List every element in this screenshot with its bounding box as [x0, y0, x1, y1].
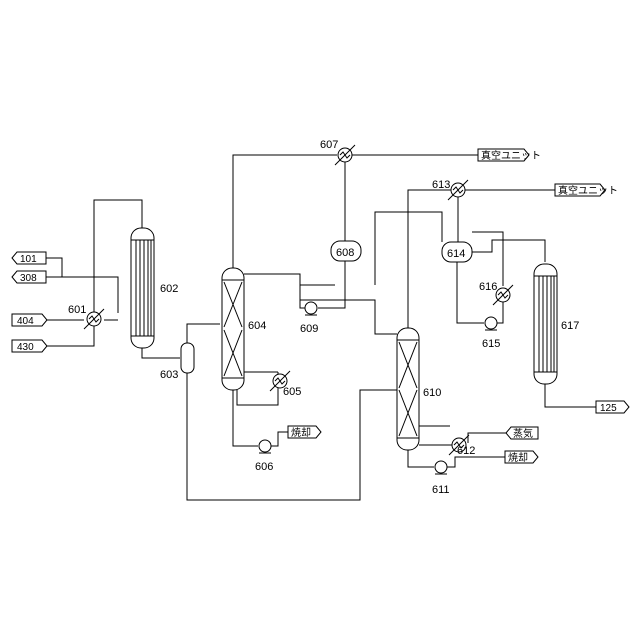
- line-617-125: [545, 384, 596, 407]
- vessel-617: [534, 264, 557, 384]
- pump-611: [435, 461, 447, 474]
- pump-609: [305, 302, 317, 315]
- vessel-602: [131, 228, 154, 348]
- equipment-label-611: 611: [432, 484, 450, 496]
- line-609-reflux: [300, 285, 305, 308]
- stream-label-404: 404: [17, 316, 34, 327]
- equipment-label-613: 613: [432, 179, 450, 191]
- column-610: [397, 328, 419, 450]
- stream-flag-125: 125: [596, 401, 629, 414]
- line-611-burn: [447, 457, 505, 467]
- heat-exchanger-601: [84, 309, 104, 329]
- stream-label-430: 430: [17, 342, 34, 353]
- stream-flag-steam: 蒸気: [506, 427, 538, 440]
- line-604-side: [244, 274, 335, 285]
- stream-flag-404: 404: [12, 314, 47, 327]
- equipment-label-605: 605: [283, 386, 301, 398]
- drum-603: [181, 343, 194, 373]
- stream-label-vac-2: 真空ユニット: [558, 184, 618, 197]
- equipment-label-602: 602: [160, 283, 178, 295]
- line-614-617: [472, 240, 545, 262]
- stream-label-101: 101: [20, 254, 37, 265]
- stream-flag-vac-1: 真空ユニット: [478, 149, 541, 162]
- stream-label-308: 308: [20, 273, 37, 284]
- line-603-604: [187, 324, 220, 343]
- stream-label-125: 125: [600, 403, 617, 414]
- stream-flag-308: 308: [12, 271, 46, 284]
- stream-label-steam: 蒸気: [513, 427, 533, 440]
- line-615-616: [472, 232, 503, 323]
- stream-label-vac-1: 真空ユニット: [481, 149, 541, 162]
- equipment-label-604: 604: [248, 320, 266, 332]
- equipment-label-601: 601: [68, 304, 86, 316]
- equipment-label-603: 603: [160, 369, 178, 381]
- stream-flag-430: 430: [12, 340, 47, 353]
- pump-615: [485, 317, 497, 330]
- equipment-label-615: 615: [482, 338, 500, 350]
- stream-label-burn-2: 焼却: [508, 452, 528, 464]
- line-602-603: [142, 348, 180, 358]
- equipment-label-617: 617: [561, 320, 579, 332]
- pump-606: [259, 440, 271, 453]
- stream-flag-burn-1: 焼却: [288, 426, 321, 439]
- line-steam-612: [468, 433, 506, 443]
- line-606-burn: [271, 432, 288, 446]
- equipment-label-616: 616: [479, 281, 497, 293]
- equipment-label-609: 609: [300, 323, 318, 335]
- equipment-label-607: 607: [320, 139, 338, 151]
- equipment-label-610: 610: [423, 387, 441, 399]
- line-610-612: [419, 426, 452, 445]
- equipment-label-614: 614: [447, 248, 465, 260]
- equipment-label-606: 606: [255, 461, 273, 473]
- line-604-607: [233, 155, 337, 268]
- column-604: [222, 268, 244, 390]
- equipment-label-608: 608: [336, 247, 354, 259]
- stream-flag-burn-2: 焼却: [505, 451, 538, 464]
- stream-label-burn-1: 焼却: [291, 427, 311, 439]
- equipment-label-612: 612: [457, 445, 475, 457]
- line-610-611: [408, 450, 434, 467]
- stream-flag-vac-2: 真空ユニット: [555, 184, 618, 197]
- stream-flag-101: 101: [12, 252, 46, 265]
- line-430-601: [47, 326, 94, 346]
